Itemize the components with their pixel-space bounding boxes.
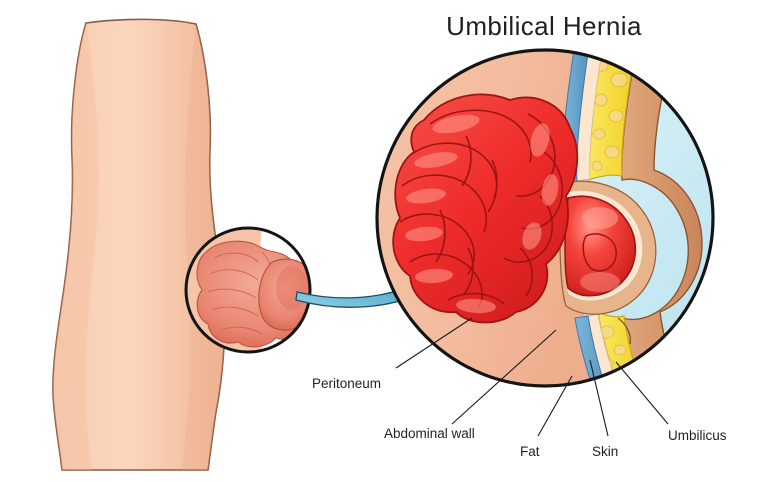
torso-shape <box>52 18 226 471</box>
callout-label-umbilicus: Umbilicus <box>668 428 727 443</box>
inset-intestine-coils <box>196 240 310 348</box>
page-title: Umbilical Hernia <box>446 11 642 41</box>
leader-skin <box>589 359 609 437</box>
lens-circle-border <box>375 48 715 388</box>
torso-shading-left <box>52 23 99 470</box>
inset-circle-border <box>184 226 312 354</box>
layer-peritoneum-lower <box>574 315 617 386</box>
callout-label-skin: Skin <box>592 444 618 459</box>
leader-peritoneum <box>395 317 473 369</box>
herniated-bowel-loop <box>564 195 637 297</box>
torso-silhouette <box>52 18 226 471</box>
leader-abdominal-wall <box>451 329 557 425</box>
leader-umbilicus <box>615 361 669 425</box>
bowel-highlight-a <box>582 207 618 229</box>
umbilicus-notch <box>617 317 632 345</box>
callout-label-abdominal-wall: Abdominal wall <box>384 426 475 441</box>
inset-magnifier-circle <box>184 226 312 354</box>
intestine-highlights <box>405 114 559 314</box>
callout-leader-lines <box>395 317 669 437</box>
intestine-coils <box>392 93 579 324</box>
callout-label-peritoneum: Peritoneum <box>312 376 381 391</box>
bowel-fold-line <box>582 233 617 272</box>
leader-fat <box>537 375 573 437</box>
magnified-cross-section-circle <box>375 48 715 388</box>
callout-label-fat: Fat <box>520 444 540 459</box>
bowel-highlight-b <box>580 272 620 292</box>
